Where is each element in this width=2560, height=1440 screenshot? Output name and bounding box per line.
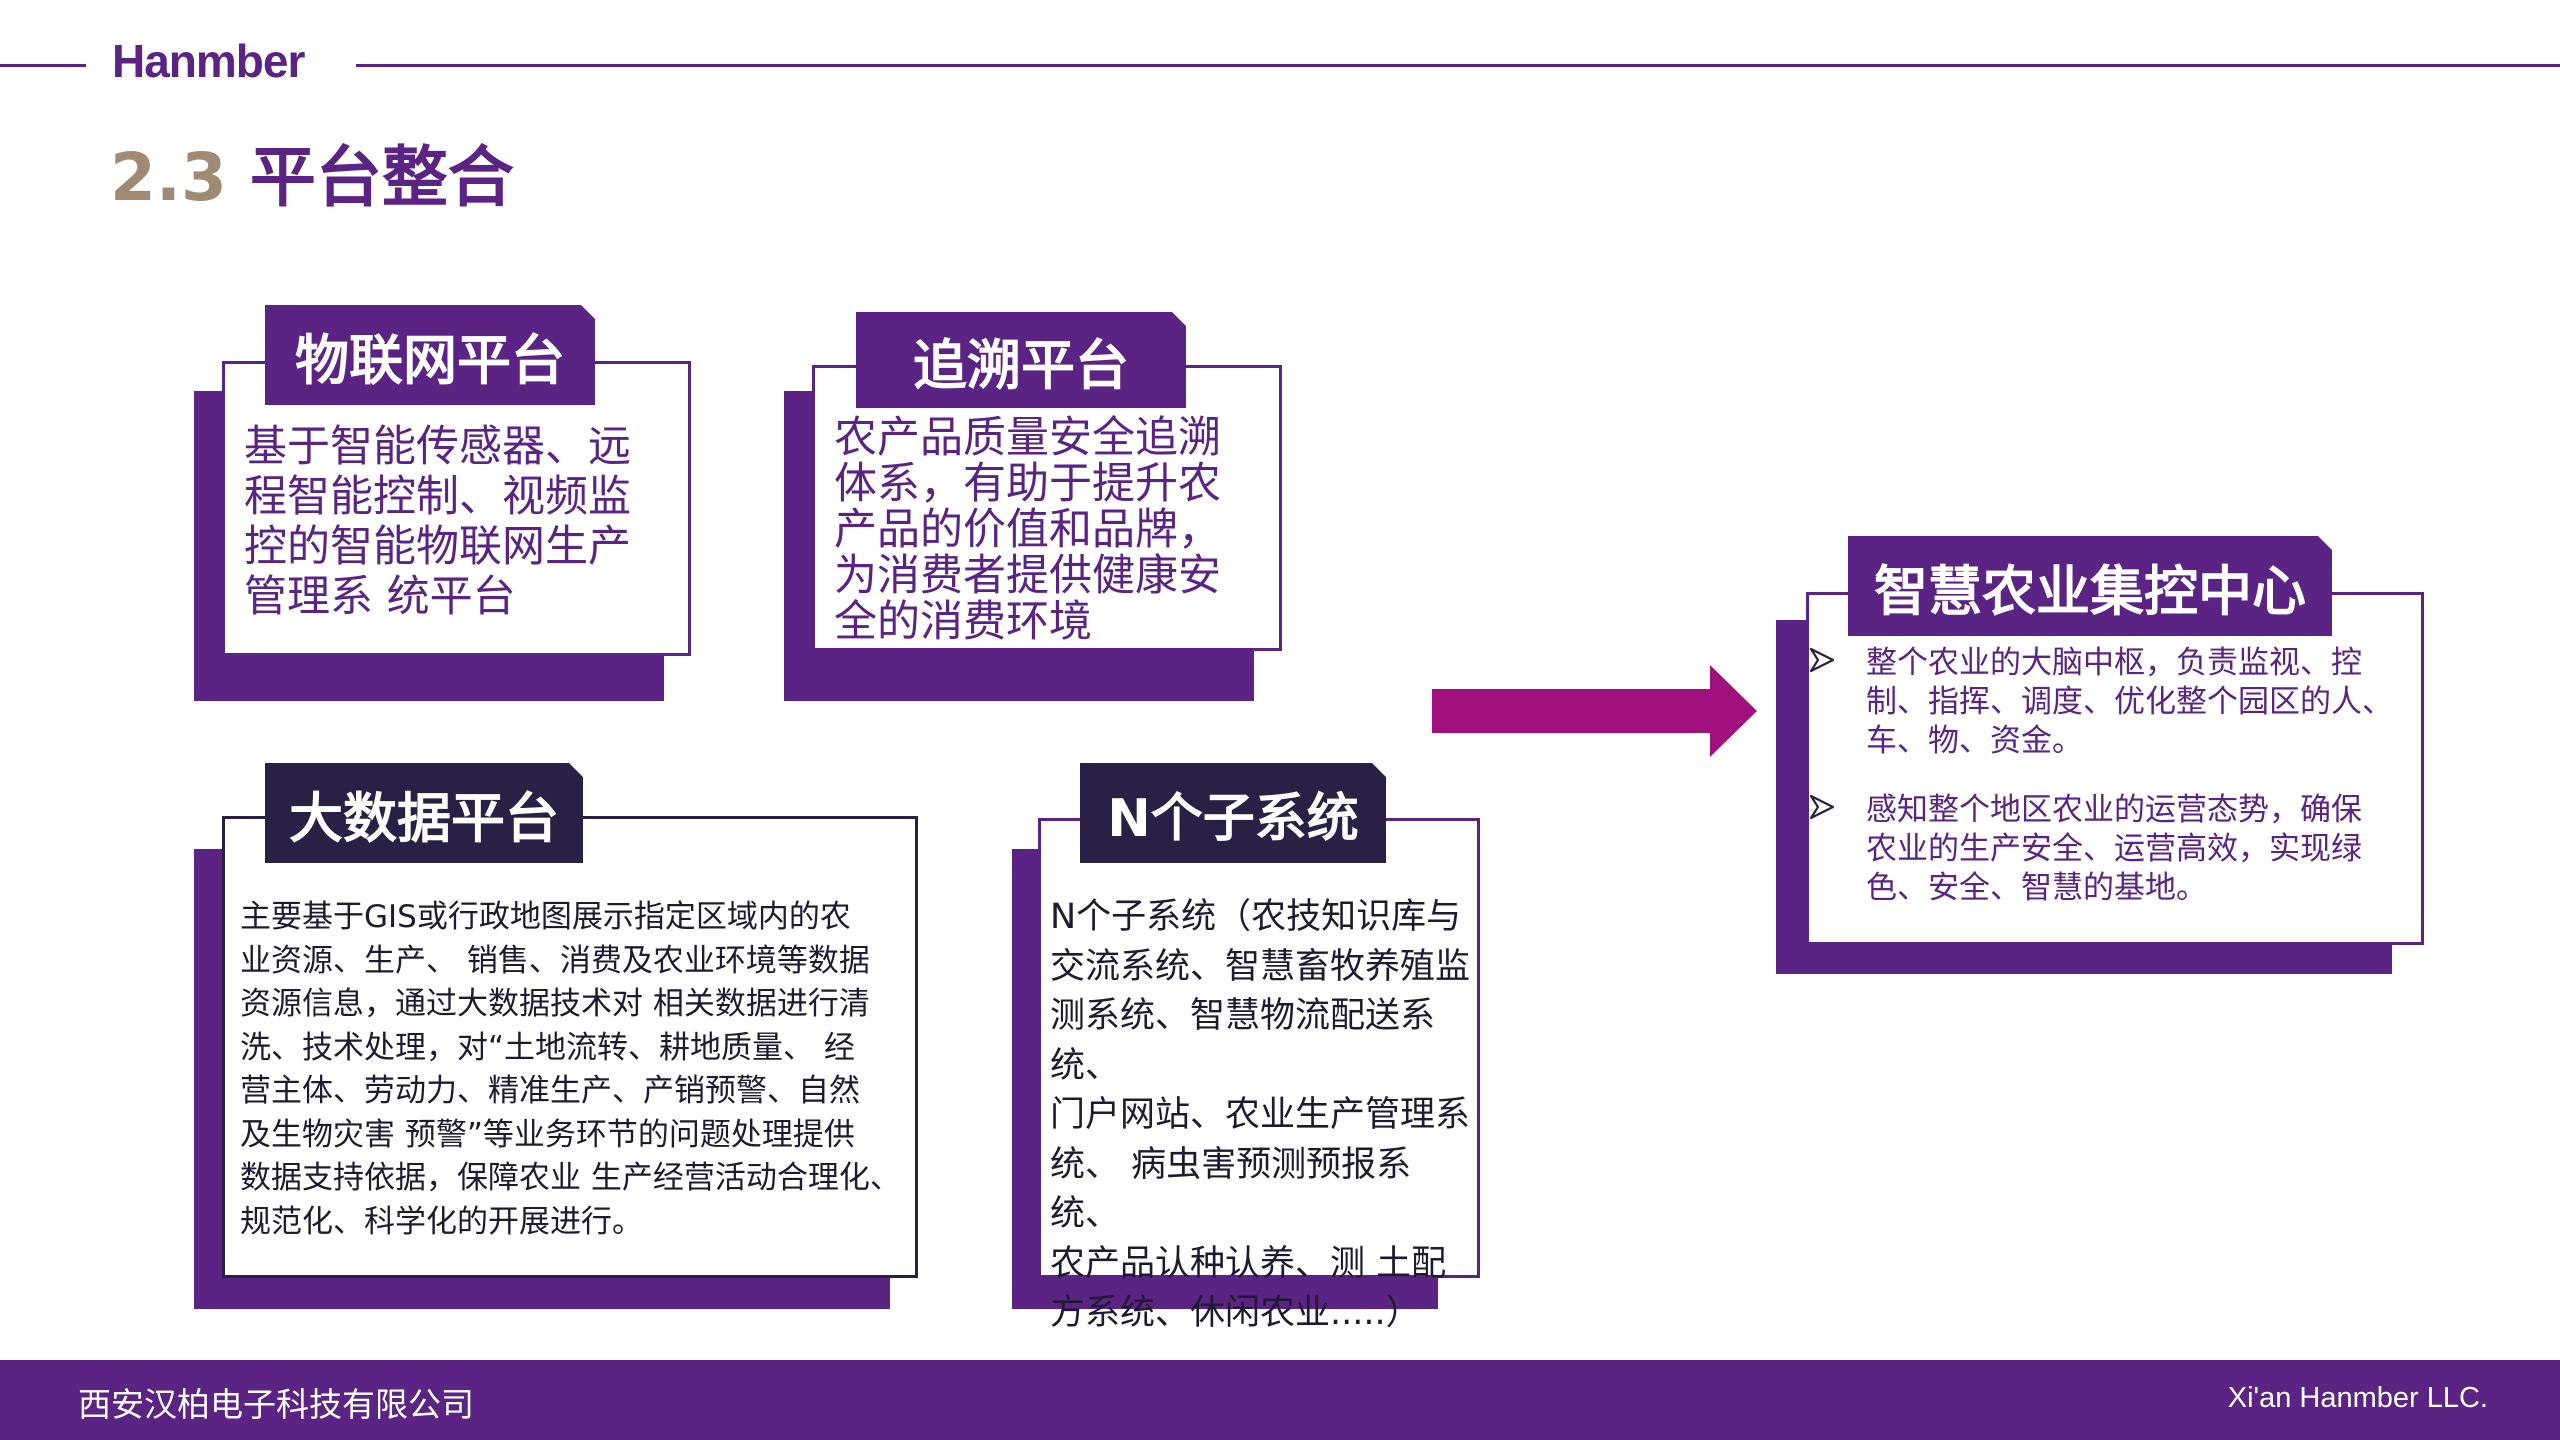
card-title-tab: N个子系统 [1080, 763, 1386, 863]
card-body-text: 农产品质量安全追溯 体系，有助于提升农 产品的价值和品牌， 为消费者提供健康安 … [834, 413, 1221, 647]
right-arrow-icon [1432, 665, 1757, 757]
header-rule-left [0, 64, 86, 67]
card-body-text: 基于智能传感器、远 程智能控制、视频监 控的智能物联网生产 管理系 统平台 [244, 422, 631, 622]
list-item: 整个农业的大脑中枢，负责监视、控 制、指挥、调度、优化整个园区的人、 车、物、资… [1809, 644, 2416, 761]
card-title-tab: 物联网平台 [265, 305, 595, 405]
list-item: 感知整个地区农业的运营态势，确保 农业的生产安全、运营高效，实现绿 色、安全、智… [1809, 791, 2416, 908]
brand-logo: Hanmber [112, 35, 305, 87]
card-body-text: 主要基于GIS或行政地图展示指定区域内的农 业资源、生产、 销售、消费及农业环境… [240, 899, 901, 1240]
arrowhead-bullet-icon [1809, 647, 1835, 673]
card-frame [812, 365, 1282, 651]
card-title-tab: 大数据平台 [265, 763, 583, 863]
card-title-tab: 追溯平台 [856, 312, 1186, 408]
card-frame [222, 361, 691, 656]
card-title-tab: 智慧农业集控中心 [1848, 536, 2332, 636]
arrowhead-bullet-icon [1809, 794, 1835, 820]
page-title: 2.3 平台整合 [110, 138, 514, 218]
card-frame [1038, 818, 1480, 1278]
card-body-text: N个子系统（农技知识库与 交流系统、智慧畜牧养殖监 测系统、智慧物流配送系统、 … [1050, 897, 1471, 1333]
footer-company-en: Xi'an Hanmber LLC. [2227, 1382, 2488, 1414]
header-rule-right [356, 64, 2560, 67]
card-frame [222, 816, 918, 1278]
card-frame [1806, 592, 2424, 945]
title-number: 2.3 [110, 139, 227, 216]
footer-company-cn: 西安汉柏电子科技有限公司 [78, 1385, 474, 1424]
footer-bar: 西安汉柏电子科技有限公司 Xi'an Hanmber LLC. [0, 1360, 2560, 1440]
bullet-list: 整个农业的大脑中枢，负责监视、控 制、指挥、调度、优化整个园区的人、 车、物、资… [1809, 644, 2416, 938]
title-text: 平台整合 [249, 139, 514, 216]
